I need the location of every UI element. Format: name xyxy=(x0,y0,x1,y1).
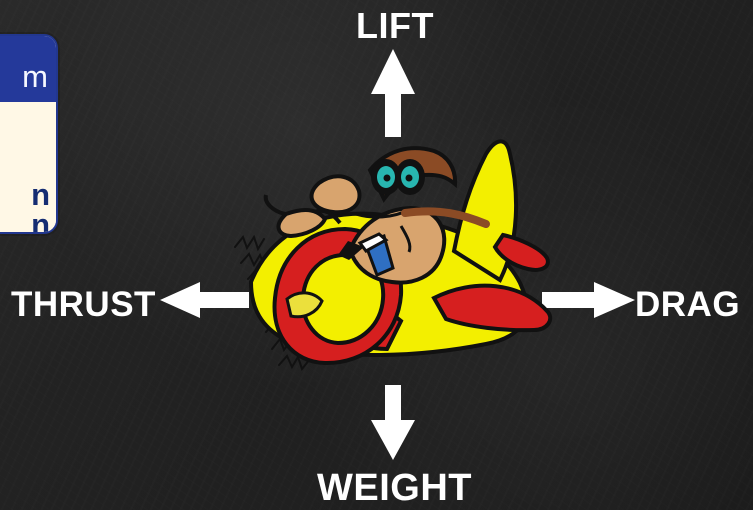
thrust-arrow xyxy=(160,282,249,318)
lift-arrow xyxy=(371,49,415,137)
weight-arrow xyxy=(371,385,415,460)
drag-arrow xyxy=(542,282,635,318)
